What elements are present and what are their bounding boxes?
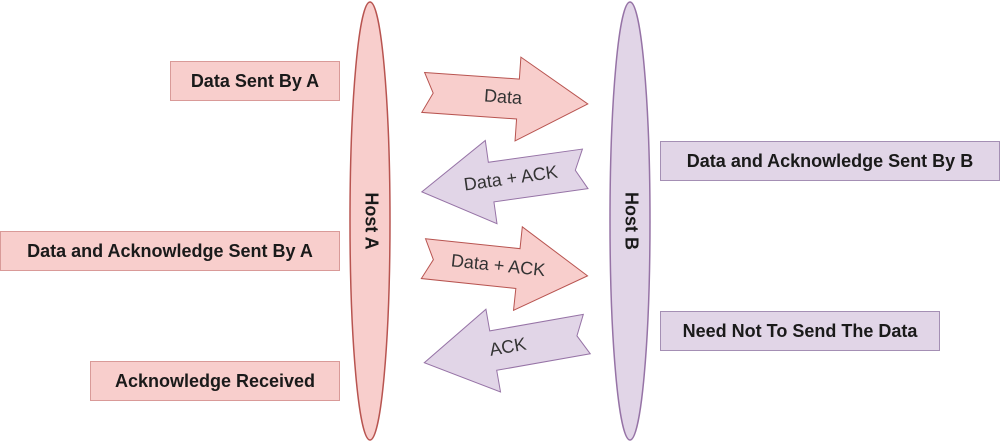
label-data-ack-sent-by-a: Data and Acknowledge Sent By A (0, 231, 340, 271)
arrow-data-ack-b-to-a: Data + ACK (420, 139, 589, 225)
arrow-data-a-to-b: Data (420, 56, 589, 142)
host-b-label: Host B (621, 192, 641, 250)
arrow-ack-b-to-a: ACK (423, 308, 592, 393)
label-data-ack-sent-by-b: Data and Acknowledge Sent By B (660, 141, 1000, 181)
label-ack-received: Acknowledge Received (90, 361, 340, 401)
host-a-lifeline (349, 1, 391, 441)
host-b-lifeline (609, 1, 651, 441)
arrow-data-ack-a-to-b: Data + ACK (420, 225, 589, 312)
label-data-sent-by-a: Data Sent By A (170, 61, 340, 101)
label-need-not-send: Need Not To Send The Data (660, 311, 940, 351)
host-a-label: Host A (361, 192, 381, 249)
arrow-data-label: Data (483, 85, 523, 108)
